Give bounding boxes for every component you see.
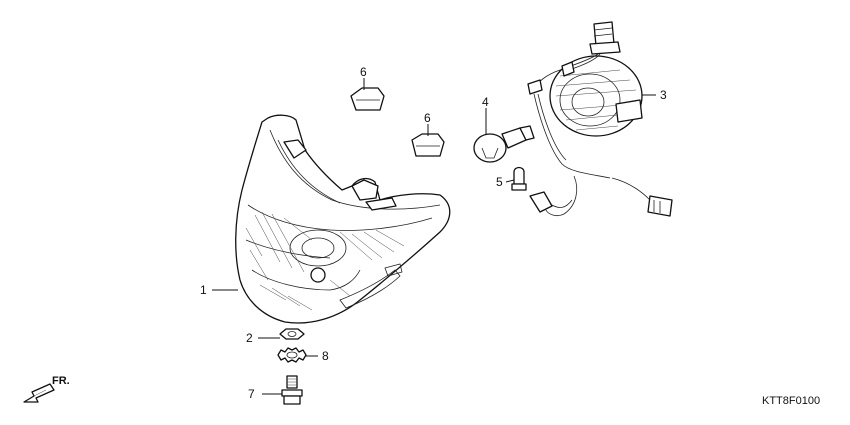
headlight-bulb[interactable] [473,125,535,163]
callout-2[interactable]: 2 [246,331,253,345]
callout-7[interactable]: 7 [248,387,255,401]
callout-3[interactable]: 3 [660,88,667,102]
position-socket[interactable] [529,191,573,213]
callout-8[interactable]: 8 [322,349,329,363]
lock-washer[interactable] [277,347,307,363]
front-direction-arrow: FR. [23,375,70,403]
nut[interactable] [279,328,305,340]
callout-4[interactable]: 4 [482,95,489,109]
callout-6-lower[interactable]: 6 [424,111,431,125]
headlight-unit[interactable] [235,114,451,324]
callout-1[interactable]: 1 [200,283,207,297]
callout-5[interactable]: 5 [496,175,503,189]
rubber-cap-upper[interactable] [350,87,385,111]
position-bulb[interactable] [511,166,527,191]
rubber-cap-lower[interactable] [411,133,445,157]
callout-6-upper[interactable]: 6 [360,65,367,79]
drawing-code: KTT8F0100 [762,395,820,407]
bolt[interactable] [281,375,303,405]
leader-lines [212,78,656,395]
direction-label: FR. [52,375,70,387]
headlight-socket-harness[interactable] [527,21,673,217]
